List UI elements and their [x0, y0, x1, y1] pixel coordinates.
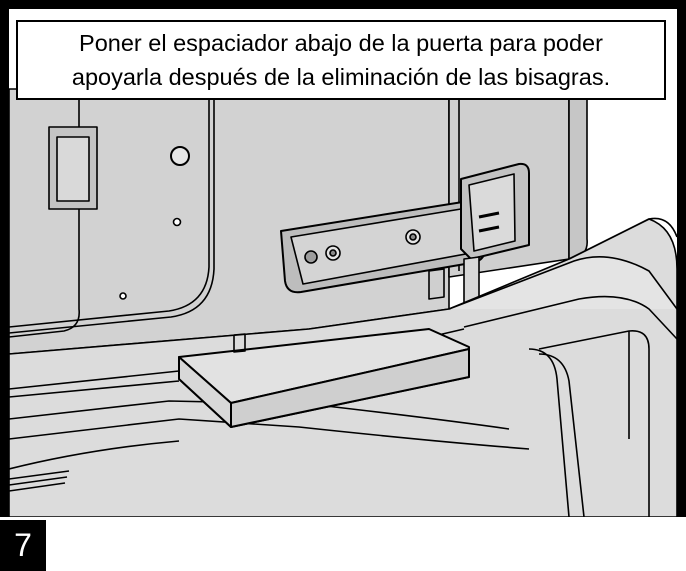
caption-text: Poner el espaciador abajo de la puerta p… — [71, 30, 611, 90]
instruction-caption: Poner el espaciador abajo de la puerta p… — [16, 20, 666, 100]
step-number-badge: 7 — [0, 520, 46, 571]
illustration-frame: Poner el espaciador abajo de la puerta p… — [0, 0, 686, 517]
